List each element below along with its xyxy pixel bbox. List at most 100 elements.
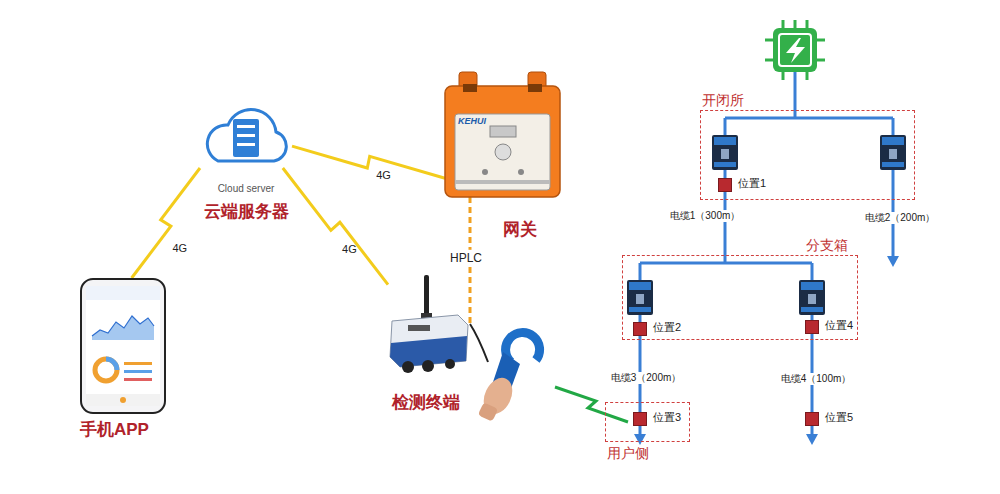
cable-label: 电缆4（100m） <box>780 373 853 385</box>
cloud-server-node: Cloud server云端服务器 <box>200 95 292 168</box>
substation-box: 开闭所位置1 <box>700 110 915 200</box>
graphic-part <box>817 39 825 42</box>
app-row <box>124 362 152 365</box>
chip-pins <box>765 20 825 80</box>
graphic-part <box>640 262 812 265</box>
panel-strip <box>455 180 550 184</box>
graphic-part <box>714 162 736 167</box>
area-title: 开闭所 <box>702 92 744 109</box>
graphic-part <box>629 307 651 312</box>
position-marker: 位置3 <box>633 412 647 426</box>
app-area-chart <box>92 316 154 340</box>
link-label: 4G <box>342 244 357 257</box>
gateway-node: 网关 <box>445 72 560 197</box>
chip-inner <box>779 34 811 66</box>
position-marker: 位置2 <box>633 322 647 336</box>
graphic-part <box>634 434 646 445</box>
graphic-part <box>799 280 825 315</box>
power-source-icon <box>765 20 825 80</box>
front-panel <box>455 114 550 190</box>
graphic-part <box>806 72 809 80</box>
graphic-part <box>724 118 727 135</box>
case-latch <box>463 84 477 92</box>
cloud-icon <box>200 95 292 168</box>
branch-box: 分支箱位置2位置4 <box>622 255 858 340</box>
graphic-part <box>801 282 823 290</box>
clamp-sensor <box>470 324 540 422</box>
graphic-part <box>712 135 738 170</box>
cable-label: 电缆2（200m） <box>864 212 937 224</box>
phone-node: 手机APP <box>80 278 166 414</box>
graphic-part <box>629 282 651 290</box>
graphic-part <box>882 137 904 145</box>
device-body <box>390 315 468 367</box>
graphic-part <box>817 59 825 62</box>
area-title: 分支箱 <box>806 237 848 254</box>
wireless-4g-link <box>132 168 200 278</box>
position-label: 位置5 <box>825 411 853 424</box>
graphic-part <box>880 135 906 170</box>
graphic-part <box>794 72 797 118</box>
wireless-link <box>555 387 628 422</box>
node-title: 云端服务器 <box>186 202 306 222</box>
cable-label: 电缆1（300m） <box>669 210 742 222</box>
node-title: 网关 <box>503 220 537 240</box>
cable-arrowheads <box>634 256 899 445</box>
position-label: 位置2 <box>653 321 681 334</box>
graphic-part <box>627 280 653 315</box>
server-slot <box>237 134 255 137</box>
graphic-part <box>808 294 816 304</box>
graphic-part <box>782 20 785 28</box>
case-body <box>445 86 560 197</box>
server-rack <box>233 119 259 157</box>
app-row <box>124 378 152 381</box>
brand-logo: KEHUI <box>458 116 486 127</box>
app-ring-part <box>106 359 117 370</box>
graphic-part <box>639 263 642 280</box>
phone-screen <box>86 286 160 406</box>
device-connector <box>402 361 414 373</box>
case-latch <box>528 84 542 92</box>
link-label: 4G <box>376 170 391 183</box>
cable-label: 电缆3（200m） <box>610 372 683 384</box>
graphic-part <box>765 39 773 42</box>
graphic-part <box>724 170 727 178</box>
wireless-4g-link <box>292 146 445 178</box>
phone-body <box>81 279 165 413</box>
chip-body <box>773 28 817 72</box>
area-title: 用户侧 <box>607 445 649 462</box>
gateway-case <box>445 72 560 197</box>
graphic-part <box>892 118 895 135</box>
app-row <box>124 370 152 373</box>
app-tab-icon <box>120 397 126 403</box>
server-slot <box>237 125 255 128</box>
antenna <box>424 275 429 319</box>
graphic-part <box>782 72 785 80</box>
graphic-part <box>811 263 814 280</box>
wrist <box>478 402 498 421</box>
graphic-part <box>806 20 809 28</box>
panel-button <box>495 144 511 160</box>
graphic-part <box>882 162 904 167</box>
node-title: 检测终端 <box>376 393 476 413</box>
app-header <box>86 286 160 300</box>
graphic-part <box>806 434 818 445</box>
graphic-part <box>801 307 823 312</box>
node-subtitle: Cloud server <box>186 183 306 195</box>
server-slot <box>237 143 255 146</box>
graphic-part <box>714 137 736 145</box>
sensor-cable <box>470 324 488 362</box>
position-label: 位置3 <box>653 411 681 424</box>
user-side-box: 用户侧位置3 <box>605 402 690 442</box>
device-plate <box>408 325 430 331</box>
graphic-part <box>889 149 897 159</box>
link-label: 4G <box>172 242 187 255</box>
app-chart-line <box>92 316 154 336</box>
position-marker: 位置1 <box>718 178 732 192</box>
circuit-breaker <box>880 135 906 170</box>
graphic-part <box>794 20 797 28</box>
graphic-part <box>721 149 729 159</box>
link-label: HPLC <box>448 250 484 266</box>
